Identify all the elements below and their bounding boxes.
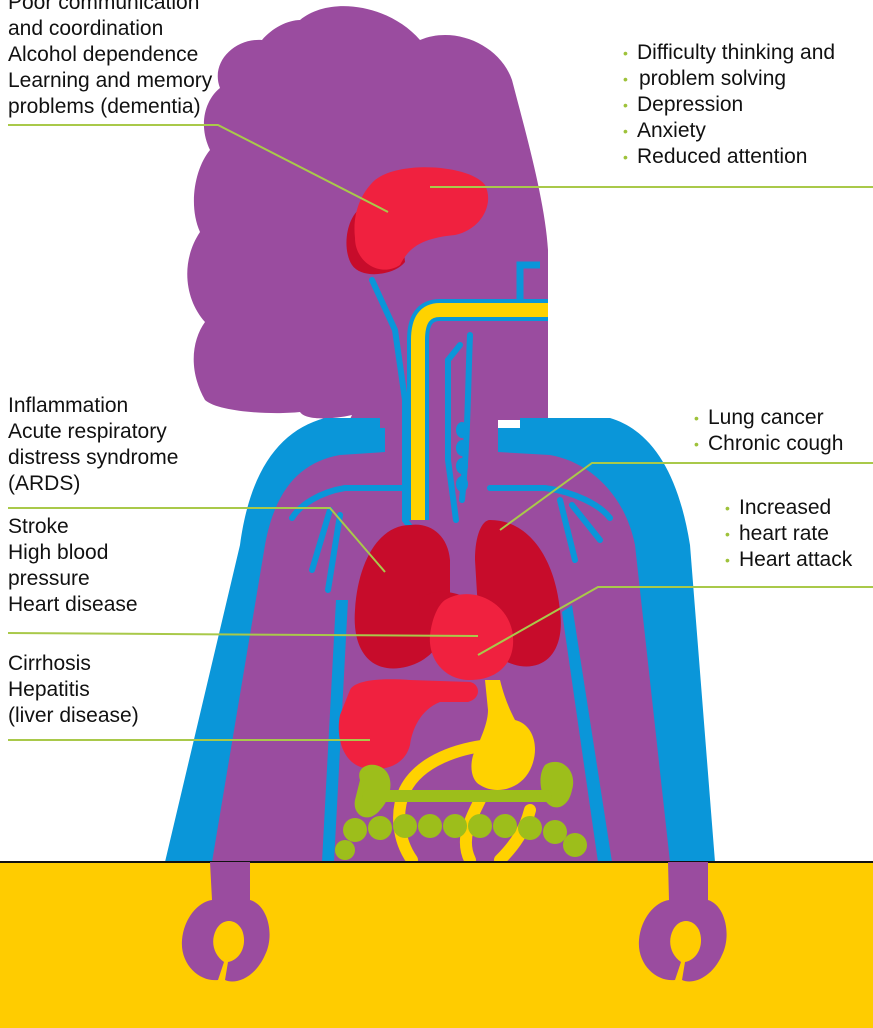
label-brain-left-1: Poor communication xyxy=(8,0,212,16)
liver-left-labels: Cirrhosis Hepatitis (liver disease) xyxy=(8,651,139,729)
label-heart-left-3: pressure xyxy=(8,566,138,592)
label-lung-left-2: Acute respiratory xyxy=(8,419,178,445)
label-lung-left-3: distress syndrome xyxy=(8,445,178,471)
label-brain-right-2: problem solving xyxy=(623,66,835,92)
lung-left-labels: Inflammation Acute respiratory distress … xyxy=(8,393,178,497)
label-brain-left-3: Alcohol dependence xyxy=(8,42,212,68)
label-liver-left-2: Hepatitis xyxy=(8,677,139,703)
label-brain-left-2: and coordination xyxy=(8,16,212,42)
label-heart-left-2: High blood xyxy=(8,540,138,566)
table xyxy=(0,862,873,1028)
label-heart-right-2: heart rate xyxy=(725,521,852,547)
lung-right-labels: Lung cancer Chronic cough xyxy=(694,405,843,457)
brain-right-labels: Difficulty thinking and problem solving … xyxy=(623,40,835,170)
label-liver-left-1: Cirrhosis xyxy=(8,651,139,677)
label-brain-left-4: Learning and memory xyxy=(8,68,212,94)
heart-right-labels: Increased heart rate Heart attack xyxy=(725,495,852,573)
label-lung-right-1: Lung cancer xyxy=(694,405,843,431)
label-lung-left-1: Inflammation xyxy=(8,393,178,419)
heart-left-labels: Stroke High blood pressure Heart disease xyxy=(8,514,138,618)
label-brain-left-5: problems (dementia) xyxy=(8,94,212,120)
label-heart-right-3: Heart attack xyxy=(725,547,852,573)
label-heart-left-4: Heart disease xyxy=(8,592,138,618)
label-brain-right-1: Difficulty thinking and xyxy=(623,40,835,66)
brain-left-labels: Poor communication and coordination Alco… xyxy=(8,0,212,120)
label-heart-left-1: Stroke xyxy=(8,514,138,540)
label-lung-right-2: Chronic cough xyxy=(694,431,843,457)
label-liver-left-3: (liver disease) xyxy=(8,703,139,729)
label-brain-right-5: Reduced attention xyxy=(623,144,835,170)
label-brain-right-4: Anxiety xyxy=(623,118,835,144)
label-brain-right-3: Depression xyxy=(623,92,835,118)
label-heart-right-1: Increased xyxy=(725,495,852,521)
label-lung-left-4: (ARDS) xyxy=(8,471,178,497)
